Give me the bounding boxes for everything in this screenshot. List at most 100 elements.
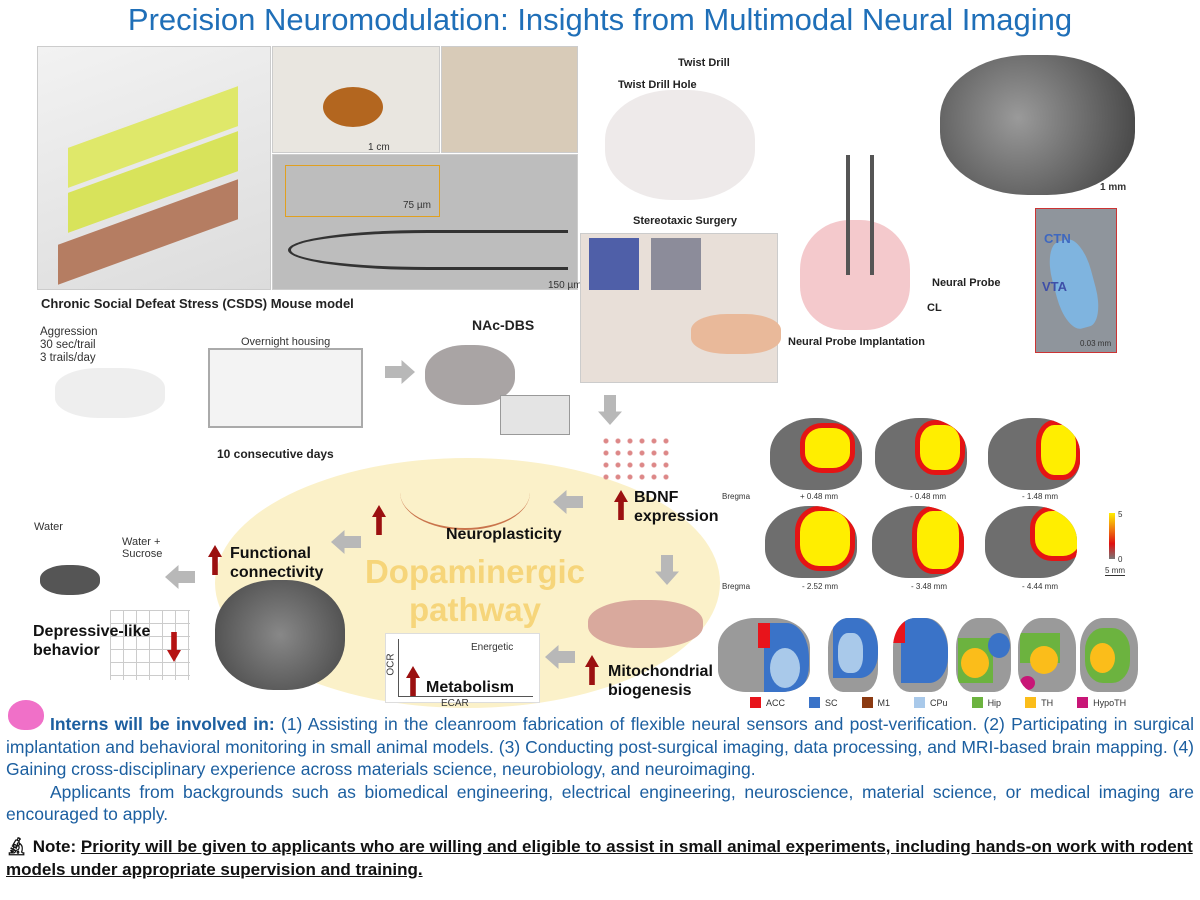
flexible-probe-photo (441, 46, 578, 153)
legend-swatch (809, 697, 821, 708)
dopaminergic-pathway-label: Dopaminergic pathway (364, 553, 586, 628)
bdnf-label: BDNF expression (634, 489, 719, 525)
chip-on-finger-photo (580, 233, 781, 383)
colorbar (1109, 513, 1115, 559)
functional-connectivity-label: Functional connectivity (230, 545, 324, 581)
ctn-label: CTN (1044, 231, 1071, 246)
trials-label: 3 trails/day (40, 352, 96, 364)
atlas-sections (718, 618, 1138, 696)
bregma-value: - 3.48 mm (911, 582, 948, 591)
colorbar-min: 0 (1118, 555, 1123, 564)
arrow-right-icon (385, 360, 415, 384)
mice-aggression-illustration (55, 368, 165, 418)
legend-item: M1 (861, 697, 891, 708)
water-label: Water (34, 521, 63, 533)
scale-label: 1 mm (1100, 182, 1127, 193)
bregma-label: Bregma (722, 492, 751, 501)
region-legend: ACC SC M1 CPu Hip TH HypoTH (750, 697, 1126, 708)
scale-label: 75 µm (403, 200, 431, 211)
scale-label: 150 µm (548, 280, 582, 291)
applicants-text: Applicants from backgrounds such as biom… (6, 781, 1194, 825)
mitochondria-illustration (588, 600, 703, 648)
sensor-layer-illustration (37, 46, 271, 290)
scale-label: 0.03 mm (1080, 339, 1112, 348)
bregma-value: - 0.48 mm (910, 492, 947, 501)
bregma-label: Bregma (722, 582, 751, 591)
energetic-label: Energetic (471, 642, 514, 653)
arrow-down-icon (598, 395, 622, 425)
neuron-illustration (400, 455, 530, 530)
poster-title: Precision Neuromodulation: Insights from… (127, 2, 1073, 37)
probe-microscopy-image: 75 µm 150 µm (272, 154, 582, 291)
aggression-label: Aggression (40, 326, 98, 338)
duration-label: 30 sec/trail (40, 339, 96, 351)
ocr-axis-label: OCR (385, 653, 397, 676)
legend-label: M1 (877, 697, 891, 708)
legend-item: SC (809, 697, 838, 708)
legend-swatch (861, 697, 873, 708)
days-label: 10 consecutive days (217, 447, 334, 461)
neural-probe-label: Neural Probe (932, 277, 1001, 289)
bregma-value: + 0.48 mm (800, 492, 839, 501)
housing-label: Overnight housing (241, 336, 331, 348)
scale-label: 1 cm (368, 142, 390, 153)
legend-item: Hip (971, 697, 1002, 708)
cl-label: CL (927, 302, 942, 314)
scale-label: 5 mm (1105, 566, 1125, 576)
legend-item: CPu (914, 697, 948, 708)
csds-heading: Chronic Social Defeat Stress (CSDS) Mous… (41, 296, 354, 311)
legend-swatch (750, 697, 761, 708)
stereotaxic-caption: Stereotaxic Surgery (633, 215, 737, 227)
legend-label: Hip (987, 697, 1002, 708)
arrow-left-icon (165, 565, 195, 589)
vta-inset: CTN VTA 0.03 mm (1035, 208, 1117, 353)
brain-section-illustration (800, 220, 910, 330)
legend-item: TH (1025, 697, 1053, 708)
legend-label: CPu (930, 697, 948, 708)
sucrose-test-mouse (40, 565, 100, 595)
legend-label: HypoTH (1093, 697, 1127, 708)
description-text: Interns will be involved in: (1) Assisti… (6, 713, 1194, 826)
legend-item: ACC (750, 697, 785, 708)
microscope-icon: 🔬︎ (6, 837, 28, 856)
increase-arrow-icon (406, 666, 420, 696)
water-sucrose-label: Water + Sucrose (122, 536, 163, 560)
housing-cage-illustration (208, 348, 363, 428)
rat-illustration (605, 90, 755, 200)
note-text: 🔬︎ Note: Priority will be given to appli… (6, 835, 1194, 881)
legend-item: HypoTH (1077, 697, 1126, 708)
bregma-value: - 1.48 mm (1022, 492, 1059, 501)
connectivity-brain-image (215, 580, 345, 690)
ecar-axis-label: ECAR (441, 698, 469, 709)
intro-text: (1) Assisting in the cleanroom fabricati… (6, 714, 1194, 779)
colorbar-max: 5 (1118, 510, 1123, 519)
note-body: Priority will be given to applicants who… (6, 837, 1193, 879)
intro-heading: Interns will be involved in: (50, 714, 275, 734)
note-label: Note: (32, 837, 77, 856)
vta-label: VTA (1042, 279, 1068, 294)
neuroplasticity-label: Neuroplasticity (446, 526, 562, 543)
twist-drill-hole-label: Twist Drill Hole (618, 79, 697, 91)
bregma-value: - 4.44 mm (1022, 582, 1059, 591)
3d-brain-render (940, 55, 1135, 195)
twist-drill-label: Twist Drill (678, 57, 730, 69)
activation-maps (760, 418, 1160, 598)
legend-label: SC (825, 697, 838, 708)
brain-icon (8, 700, 44, 730)
stimulator-device (500, 395, 570, 435)
device-on-coin-photo: 1 cm (272, 46, 440, 153)
legend-label: TH (1041, 697, 1054, 708)
legend-swatch (914, 697, 926, 708)
legend-swatch (971, 697, 983, 708)
implantation-caption: Neural Probe Implantation (788, 336, 925, 348)
legend-swatch (1025, 697, 1037, 708)
aggression-text: Aggression 30 sec/trail 3 trails/day (40, 326, 98, 365)
legend-label: ACC (766, 697, 786, 708)
nac-dbs-label: NAc-DBS (472, 317, 535, 333)
metabolism-plot: Energetic OCR ECAR Metabolism (385, 633, 540, 709)
mitochondrial-biogenesis-label: Mitochondrial biogenesis (608, 663, 713, 699)
metabolism-label: Metabolism (426, 679, 515, 696)
bdnf-dots (600, 435, 670, 485)
legend-swatch (1077, 697, 1089, 708)
depressive-behavior-label: Depressive-like behavior (33, 623, 151, 659)
